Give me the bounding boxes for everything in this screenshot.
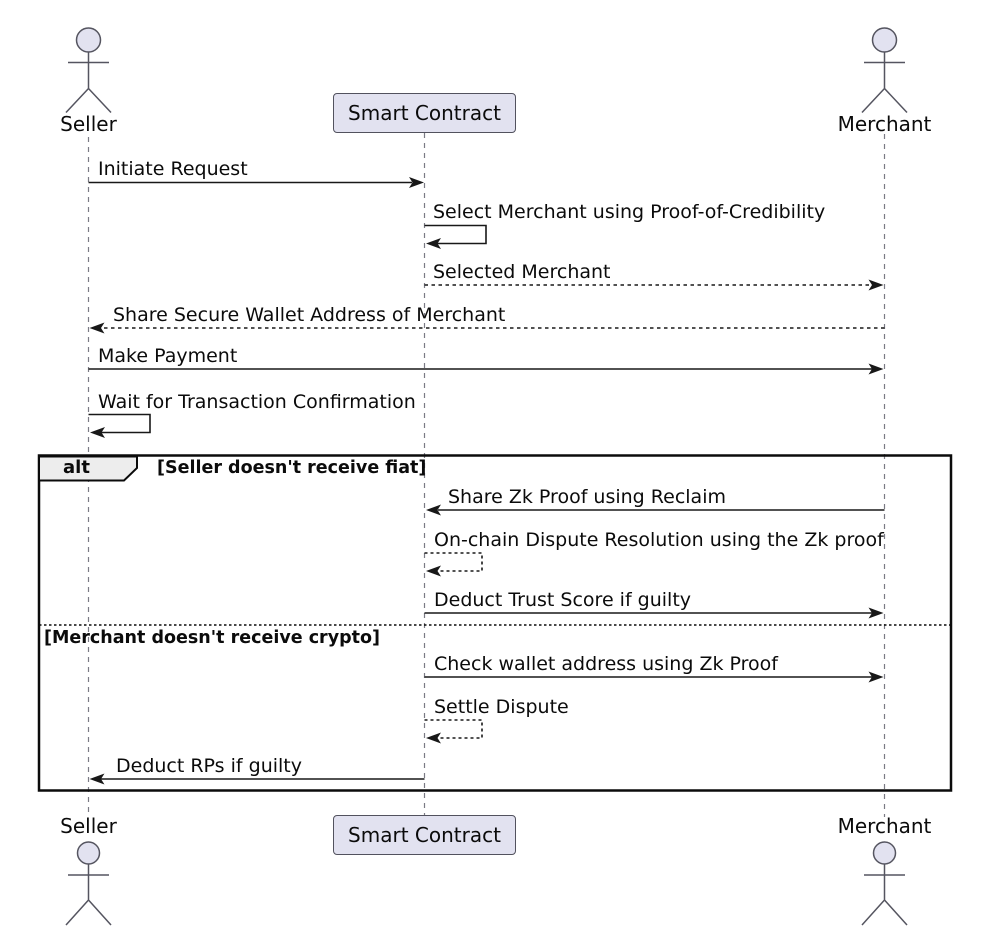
- arrow-wait-confirmation-self: [88, 413, 151, 434]
- message-label-onchain-dispute: On-chain Dispute Resolution using the Zk…: [434, 529, 884, 551]
- alt-guard-merchant: [Merchant doesn't receive crypto]: [44, 628, 381, 648]
- participant-smart-contract-label: Smart Contract: [348, 101, 501, 125]
- message-label-select-merchant: Select Merchant using Proof-of-Credibili…: [433, 201, 826, 223]
- alt-operator-label: alt: [63, 457, 90, 478]
- merchant-actor-icon: [861, 27, 908, 114]
- participant-merchant-top: Merchant: [837, 112, 932, 136]
- message-label-deduct-rps: Deduct RPs if guilty: [116, 755, 302, 777]
- arrow-settle-dispute-self: [424, 719, 483, 739]
- participant-seller-bottom: Seller: [60, 814, 117, 838]
- arrow-select-merchant-self: [424, 224, 487, 245]
- message-label-wait-confirmation: Wait for Transaction Confirmation: [98, 391, 416, 413]
- message-label-check-wallet: Check wallet address using Zk Proof: [434, 653, 778, 675]
- alt-operator-pentagon: [38, 455, 138, 482]
- participant-smart-contract-bottom-label: Smart Contract: [348, 823, 501, 847]
- participant-seller-top: Seller: [60, 112, 117, 136]
- merchant-actor-icon-bottom: [861, 841, 908, 926]
- message-label-make-payment: Make Payment: [98, 345, 238, 367]
- participant-smart-contract-bottom: Smart Contract: [333, 815, 516, 855]
- arrow-onchain-dispute-self: [424, 552, 483, 572]
- alt-frame: [37, 454, 953, 792]
- message-label-deduct-trust-score: Deduct Trust Score if guilty: [434, 589, 692, 611]
- seller-actor-icon: [65, 27, 112, 114]
- arrowheads: [89, 177, 884, 785]
- message-label-initiate-request: Initiate Request: [98, 158, 248, 180]
- message-label-selected-merchant: Selected Merchant: [433, 261, 611, 283]
- message-arrows: [88, 181, 885, 780]
- message-label-share-wallet: Share Secure Wallet Address of Merchant: [113, 304, 506, 326]
- message-label-settle-dispute: Settle Dispute: [434, 696, 569, 718]
- message-label-share-zk-proof: Share Zk Proof using Reclaim: [448, 486, 726, 508]
- participant-smart-contract-top: Smart Contract: [333, 93, 516, 133]
- alt-guard-seller: [Seller doesn't receive fiat]: [157, 458, 427, 478]
- seller-actor-icon-bottom: [65, 841, 112, 926]
- participant-merchant-bottom: Merchant: [837, 814, 932, 838]
